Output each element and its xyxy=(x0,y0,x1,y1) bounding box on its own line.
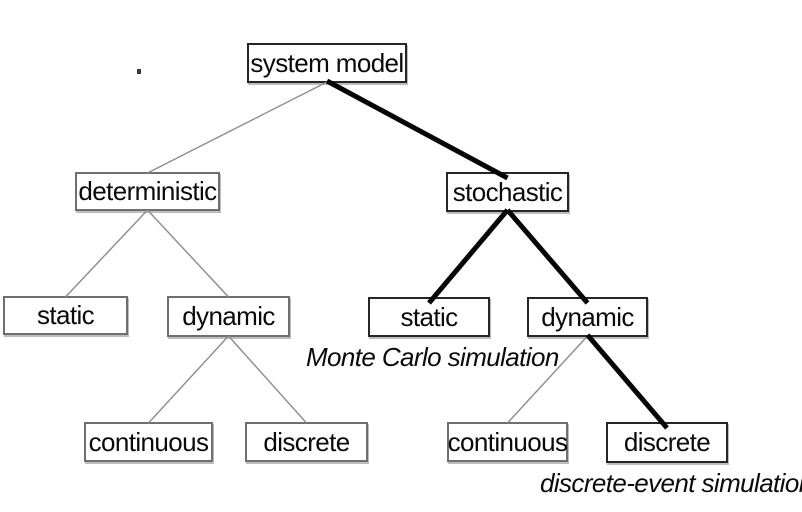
node-dynamic-stoch: dynamic xyxy=(527,297,648,337)
edge-system-model-to-stochastic xyxy=(325,78,509,181)
node-label-system-model: system model xyxy=(250,47,404,78)
edge-stochastic-to-dynamic-stoch xyxy=(505,208,590,305)
node-label-discrete-stoch: discrete xyxy=(623,427,711,457)
edge-system-model-to-deterministic xyxy=(147,81,328,174)
annotation-monte-carlo-simulation: Monte Carlo simulation xyxy=(306,342,559,372)
node-system-model: system model xyxy=(247,43,407,83)
node-label-static-stoch: static xyxy=(400,301,458,332)
node-deterministic: deterministic xyxy=(75,172,220,211)
node-dynamic-det: dynamic xyxy=(167,296,290,337)
edge-deterministic-to-dynamic-det xyxy=(146,209,230,298)
node-label-dynamic-det: dynamic xyxy=(182,301,275,331)
node-stochastic: stochastic xyxy=(446,172,569,212)
annotation-discrete-event-simulation: discrete-event simulation xyxy=(540,468,802,498)
node-label-continuous-stoch: continuous xyxy=(447,426,568,457)
edge-dynamic-det-to-discrete-det xyxy=(227,335,308,424)
node-static-det: static xyxy=(3,296,128,335)
node-continuous-det: continuous xyxy=(84,422,213,462)
node-discrete-det: discrete xyxy=(245,422,368,462)
edge-dynamic-det-to-continuous-det xyxy=(147,335,230,424)
node-label-discrete-det: discrete xyxy=(263,426,350,457)
node-discrete-stoch: discrete xyxy=(606,422,728,463)
node-static-stoch: static xyxy=(368,297,490,337)
node-label-static-det: static xyxy=(36,300,95,330)
node-label-stochastic: stochastic xyxy=(452,176,563,207)
node-label-dynamic-stoch: dynamic xyxy=(541,301,634,332)
stray-dot-mark xyxy=(137,69,141,74)
node-label-continuous-det: continuous xyxy=(88,426,209,457)
edge-dynamic-stoch-to-discrete-stoch xyxy=(585,333,669,430)
node-continuous-stoch: continuous xyxy=(447,422,568,462)
edge-deterministic-to-static-det xyxy=(64,209,149,298)
node-label-deterministic: deterministic xyxy=(78,176,217,206)
edge-stochastic-to-static-stoch xyxy=(427,208,510,305)
